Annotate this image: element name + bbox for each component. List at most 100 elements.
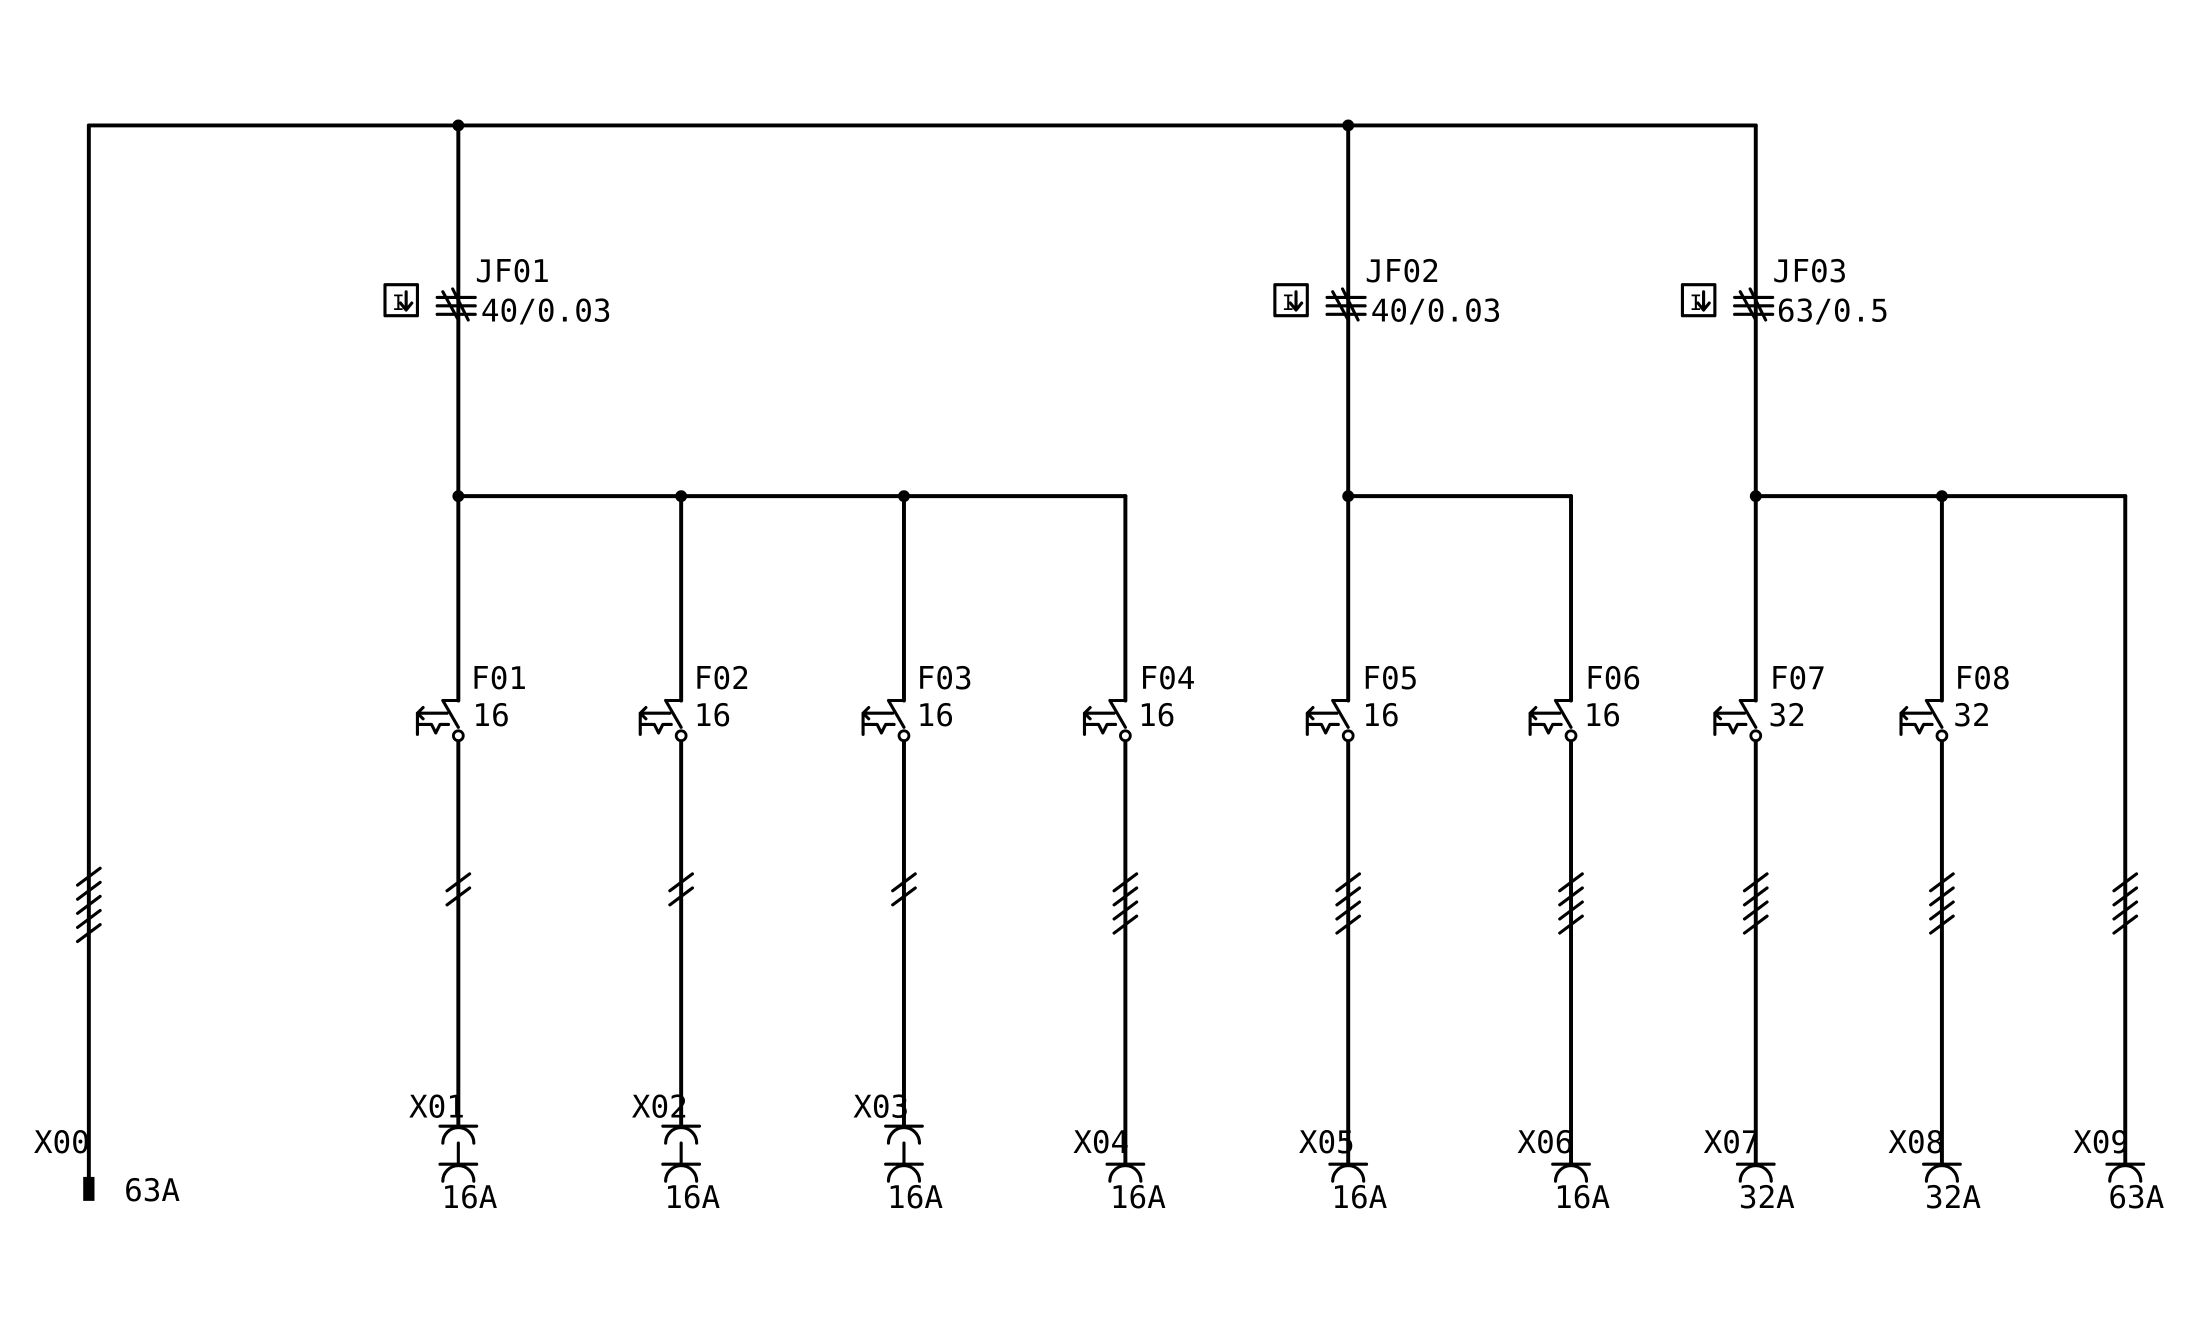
junction-dot [675, 490, 688, 503]
junction-dot [1749, 490, 1762, 503]
circuit-breaker-icon [1899, 698, 1949, 743]
socket-icon [2105, 1162, 2146, 1183]
breaker-f02: F02 16 [638, 661, 750, 743]
outlet-rating-label: 16A [441, 1180, 497, 1216]
svg-text:I: I [1689, 290, 1702, 315]
breaker-id-label: F04 [1139, 661, 1195, 697]
outlet-x06: X06 16A [1517, 1125, 1610, 1216]
rcd-jf01: I JF01 40/0.03 [383, 254, 612, 329]
supply-terminal-icon [83, 1176, 95, 1201]
residual-current-relay-icon: I [383, 283, 419, 318]
wire-count-ticks-icon [2112, 872, 2139, 935]
rcd-id-label: JF03 [1773, 254, 1848, 290]
wire-count-ticks-icon [668, 872, 694, 907]
wire-count-ticks-icon [1335, 872, 1362, 935]
outlet-id-label: X03 [853, 1090, 909, 1126]
breaker-rating-label: 16 [472, 698, 509, 734]
outlet-id-label: X09 [2073, 1125, 2129, 1161]
junction-dot [1342, 119, 1355, 132]
breaker-id-label: F03 [917, 661, 973, 697]
junction-dot [452, 490, 465, 503]
breaker-rating-label: 16 [1138, 698, 1175, 734]
outlet-x09: X09 63A [2073, 1125, 2165, 1216]
outlet-id-label: X08 [1888, 1125, 1944, 1161]
residual-current-relay-icon: I [1273, 283, 1309, 318]
wiring [86, 123, 2128, 1186]
outlet-rating-label: 16A [664, 1180, 720, 1216]
breaker-f08: F08 32 [1899, 661, 2011, 743]
circuit-breaker-icon [1082, 698, 1132, 743]
wire-count-ticks [445, 872, 2139, 935]
rcd-rating-label: 40/0.03 [481, 293, 612, 329]
outlet-x02: X02 16A [632, 1090, 721, 1216]
wire-count-ticks-icon [891, 872, 917, 907]
breaker-f01: F01 16 [415, 661, 527, 743]
wire-count-ticks-icon [445, 872, 472, 907]
wire-count-ticks-icon [1558, 872, 1584, 935]
breaker-id-label: F06 [1585, 661, 1641, 697]
breaker-rating-label: 32 [1768, 698, 1805, 734]
outlet-id-label: X02 [632, 1090, 688, 1126]
breaker-f04: F04 16 [1082, 661, 1196, 743]
socket-icon [1735, 1162, 1776, 1183]
breaker-f06: F06 16 [1528, 661, 1641, 743]
supply-id-label: X00 [34, 1125, 90, 1161]
breaker-f07: F07 32 [1713, 661, 1826, 743]
outlet-id-label: X04 [1073, 1125, 1129, 1161]
rcd-jf02: I JF02 40/0.03 [1273, 254, 1502, 329]
double-socket-icon [438, 1124, 479, 1183]
junction-dots [452, 119, 1948, 503]
breaker-f03: F03 16 [861, 661, 973, 743]
wire-count-ticks-icon [1929, 872, 1955, 935]
socket-icon [1328, 1162, 1369, 1183]
breaker-id-label: F07 [1770, 661, 1826, 697]
junction-dot [898, 490, 910, 503]
wire-count-ticks-icon [1742, 872, 1769, 935]
circuit-breaker-icon [638, 698, 688, 743]
socket-icon [1105, 1162, 1146, 1183]
double-socket-icon [884, 1124, 924, 1183]
wire-count-ticks-icon [76, 866, 102, 944]
circuit-breaker-icon [1713, 698, 1763, 743]
outlet-rating-label: 16A [1554, 1180, 1610, 1216]
junction-dot [1342, 490, 1355, 503]
breaker-id-label: F05 [1362, 661, 1418, 697]
rcd-rating-label: 40/0.03 [1371, 293, 1502, 329]
double-socket-icon [661, 1124, 702, 1183]
junction-dot [1936, 490, 1948, 503]
outlet-id-label: X01 [409, 1090, 465, 1126]
rcd-switch-cross-icon [1325, 287, 1367, 322]
outlet-x08: X08 32A [1888, 1125, 1981, 1216]
socket-icon [1922, 1162, 1962, 1183]
breaker-f05: F05 16 [1305, 661, 1418, 743]
rcd-id-label: JF01 [475, 254, 550, 290]
socket-icon [1551, 1162, 1591, 1183]
outlet-x05: X05 16A [1299, 1125, 1388, 1216]
rcd-rating-label: 63/0.5 [1777, 293, 1889, 329]
outlet-x01: X01 16A [409, 1090, 498, 1216]
svg-text:I: I [1282, 290, 1295, 315]
outlet-id-label: X06 [1517, 1125, 1573, 1161]
svg-text:I: I [392, 290, 405, 315]
breaker-rating-label: 32 [1953, 698, 1990, 734]
outlet-rating-label: 16A [1331, 1180, 1387, 1216]
main-supply-x00: X00 63A [34, 866, 180, 1209]
breaker-rating-label: 16 [1584, 698, 1621, 734]
outlet-rating-label: 32A [1739, 1180, 1795, 1216]
breaker-id-label: F08 [1955, 661, 2011, 697]
outlet-rating-label: 16A [887, 1180, 943, 1216]
junction-dot [452, 119, 465, 132]
outlet-x07: X07 32A [1704, 1125, 1796, 1216]
wire-count-ticks-icon [1112, 872, 1139, 935]
supply-rating-label: 63A [124, 1173, 180, 1209]
outlet-x03: X03 16A [853, 1090, 943, 1216]
breaker-id-label: F01 [471, 661, 527, 697]
breaker-rating-label: 16 [917, 698, 954, 734]
outlet-id-label: X05 [1299, 1125, 1355, 1161]
rcd-switch-cross-icon [435, 287, 477, 322]
circuit-breaker-icon [1305, 698, 1355, 743]
outlet-rating-label: 32A [1925, 1180, 1981, 1216]
breaker-rating-label: 16 [694, 698, 731, 734]
circuit-breaker-icon [1528, 698, 1578, 743]
